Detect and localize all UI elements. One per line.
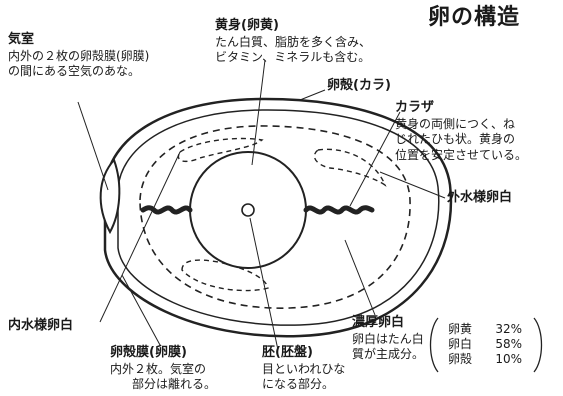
shell-membrane-name: 卵殻膜(卵膜) (110, 345, 187, 360)
thick-albumen-desc-line: 質が主成分。 (352, 347, 425, 362)
chalaza-right (303, 205, 375, 215)
inner-thin-albumen-upper (177, 137, 264, 163)
chalaza-desc-line: 黄身の両側につく、ね (395, 116, 516, 131)
page-title: 卵の構造 (428, 5, 521, 30)
chalaza-name: カラザ (395, 100, 435, 115)
label-shell-membrane: 卵殻膜(卵膜) 内外２枚。気室の 部分は離れる。 (110, 345, 216, 393)
ratio-row-yolk: 卵黄 32% (448, 322, 522, 337)
ratio-row-albumen: 卵白 58% (448, 337, 522, 352)
air-cell-name: 気室 (8, 32, 35, 47)
thick-albumen-boundary (139, 125, 411, 309)
ratio-value: 10% (495, 352, 522, 366)
shell-membrane-desc-line: 部分は離れる。 (132, 377, 217, 392)
leader-chalaza (349, 111, 401, 207)
shell-membrane-outline (117, 109, 440, 326)
yolk-desc-line: ビタミン、ミネラルも含む。 (215, 50, 371, 65)
ratio-value: 32% (495, 322, 522, 336)
leader-air-cell (77, 101, 109, 191)
label-thick-albumen: 濃厚卵白 卵白はたん白 質が主成分。 (352, 315, 424, 363)
label-eggshell: 卵殻(カラ) (327, 78, 391, 93)
air-cell-shape (99, 158, 121, 235)
ratio-bracket-right (533, 317, 543, 373)
leader-thick-albumen (344, 239, 376, 316)
air-cell-desc-line: の間にある空気のあな。 (8, 64, 141, 79)
ratio-label: 卵殻 (448, 352, 473, 366)
ratio-row-shell: 卵殻 10% (448, 352, 522, 367)
thick-albumen-name: 濃厚卵白 (352, 315, 405, 330)
label-yolk: 黄身(卵黄) たん白質、脂肪を多く含み、 ビタミン、ミネラルも含む。 (215, 18, 371, 66)
germinal-disc-desc-line: 目といわれひな (262, 361, 346, 376)
yolk-desc-line: たん白質、脂肪を多く含み、 (215, 34, 372, 49)
label-chalaza: カラザ 黄身の両側につく、ね じれたひも状。黄身の 位置を安定させている。 (395, 100, 527, 164)
leader-yolk (251, 59, 266, 166)
ratio-label: 卵黄 (448, 322, 473, 336)
germinal-disc-name: 胚(胚盤) (262, 345, 313, 360)
leader-outer-thin-albumen (379, 171, 446, 199)
leader-inner-thin-albumen (99, 151, 181, 323)
egg-shell-outline (103, 97, 453, 338)
inner-thin-albumen-right (313, 148, 387, 187)
label-inner-thin-albumen: 内水様卵白 (8, 318, 74, 333)
chalaza-left (140, 205, 193, 215)
inner-thin-albumen-lower (181, 259, 269, 292)
ratio-bracket-left (429, 317, 439, 373)
ratio-value: 58% (495, 337, 522, 351)
leader-shell-membrane (121, 274, 161, 346)
ratio-label: 卵白 (448, 337, 473, 351)
shell-membrane-desc-line: 内外２枚。気室の (110, 361, 207, 376)
thick-albumen-desc-line: 卵白はたん白 (352, 331, 424, 346)
label-germinal-disc: 胚(胚盤) 目といわれひな になる部分。 (262, 345, 345, 393)
germinal-disc (241, 203, 255, 217)
label-air-cell: 気室 内外の２枚の卵殻膜(卵膜) の間にある空気のあな。 (8, 32, 149, 80)
chalaza-desc-line: じれたひも状。黄身の (395, 132, 516, 147)
label-outer-thin-albumen: 外水様卵白 (447, 190, 513, 205)
composition-ratios: 卵黄 32% 卵白 58% 卵殻 10% (448, 322, 522, 367)
chalaza-desc-line: 位置を安定させている。 (395, 148, 528, 163)
air-cell-desc-line: 内外の２枚の卵殻膜(卵膜) (8, 48, 150, 63)
leader-shell (299, 89, 326, 101)
leader-germinal-disc (249, 217, 279, 351)
germinal-disc-desc-line: になる部分。 (262, 377, 335, 392)
yolk-name: 黄身(卵黄) (215, 18, 279, 33)
